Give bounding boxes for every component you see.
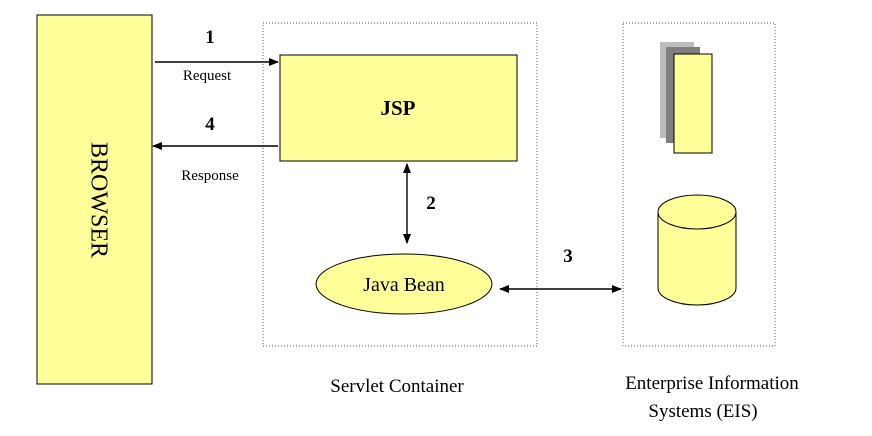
eis-label-line1: Enterprise Information bbox=[625, 373, 799, 394]
servlet-container-label: Servlet Container bbox=[330, 376, 464, 397]
request-label: Request bbox=[183, 68, 232, 84]
java-bean-ellipse bbox=[315, 253, 493, 315]
response-label: Response bbox=[181, 168, 239, 184]
jsp-box bbox=[279, 54, 518, 162]
servlet-container-box bbox=[262, 22, 538, 347]
eis-label-line2: Systems (EIS) bbox=[648, 401, 757, 422]
browser-box bbox=[36, 14, 153, 385]
jsp-label: JSP bbox=[380, 96, 415, 120]
document-front bbox=[673, 53, 713, 154]
java-bean-label: Java Bean bbox=[363, 274, 445, 296]
step-3-number: 3 bbox=[563, 246, 573, 267]
step-1-number: 1 bbox=[205, 27, 215, 48]
browser-label: BROWSER bbox=[85, 142, 111, 258]
step-4-number: 4 bbox=[205, 114, 215, 135]
eis-container-box bbox=[622, 22, 776, 347]
document-stack-icon bbox=[660, 42, 713, 154]
step-2-number: 2 bbox=[426, 193, 436, 214]
database-icon bbox=[657, 194, 737, 306]
